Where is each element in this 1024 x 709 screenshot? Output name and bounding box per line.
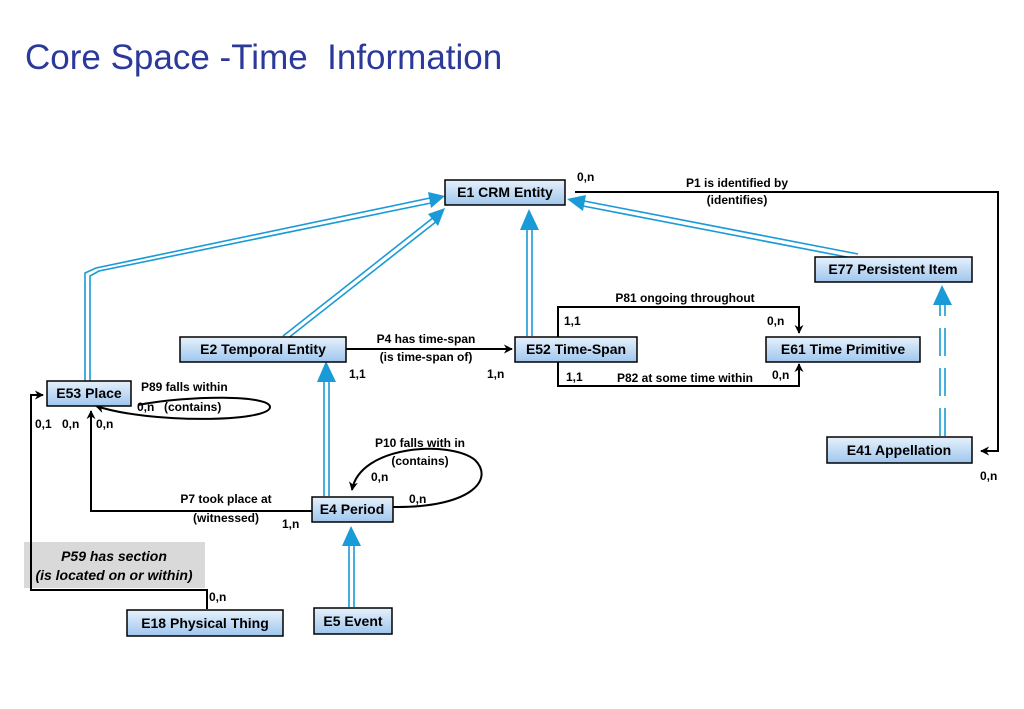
- card-p10-a: 0,n: [371, 470, 388, 484]
- entity-e52[interactable]: E52 Time-Span: [514, 336, 638, 363]
- p4-inverse-label: (is time-span of): [380, 350, 473, 364]
- entity-e2[interactable]: E2 Temporal Entity: [179, 336, 347, 363]
- isa-arrowhead-e1-left: [428, 192, 445, 208]
- entity-e2-label: E2 Temporal Entity: [200, 341, 326, 357]
- p89-label: P89 falls within: [141, 380, 228, 394]
- entity-e18-label: E18 Physical Thing: [141, 615, 269, 631]
- p82-label: P82 at some time within: [617, 371, 753, 385]
- p59-label-bg: [24, 542, 205, 588]
- card-p81-e61: 0,n: [767, 314, 784, 328]
- card-p10-b: 0,n: [409, 492, 426, 506]
- p82-line: [557, 361, 804, 387]
- isa-arrowhead-e77: [933, 285, 952, 305]
- isa-arrowhead-e2: [317, 361, 336, 382]
- entity-e52-label: E52 Time-Span: [526, 341, 626, 357]
- card-p1-e41: 0,n: [980, 469, 997, 483]
- p59-line: [30, 390, 208, 609]
- p10-label: P10 falls with in: [375, 436, 465, 450]
- entity-e53[interactable]: E53 Place: [46, 380, 132, 407]
- entity-e5-label: E5 Event: [323, 613, 382, 629]
- card-p1-e1: 0,n: [577, 170, 594, 184]
- card-p82-e52: 1,1: [566, 370, 583, 384]
- p1-line: [575, 191, 999, 456]
- card-p89-a: 0,n: [137, 400, 154, 414]
- p7-inverse-label: (witnessed): [193, 511, 259, 525]
- card-e53-b: 0,n: [62, 417, 79, 431]
- p7-label: P7 took place at: [180, 492, 271, 506]
- p81-label: P81 ongoing throughout: [615, 291, 754, 305]
- p10-inverse-label: (contains): [391, 454, 448, 468]
- isa-e77-e1-a: [583, 200, 859, 255]
- p1-inverse-label: (identifies): [707, 193, 768, 207]
- card-p89-b: 0,n: [96, 417, 113, 431]
- p59-inverse-label: (is located on or within): [35, 567, 192, 583]
- entity-e61[interactable]: E61 Time Primitive: [765, 336, 921, 363]
- entity-e53-label: E53 Place: [56, 385, 122, 401]
- isa-e2-e1-b: [286, 220, 438, 340]
- card-p4-e2: 1,1: [349, 367, 366, 381]
- p89-loop: [95, 396, 272, 420]
- entity-e5[interactable]: E5 Event: [313, 607, 393, 635]
- p7-line: [86, 410, 312, 512]
- isa-e2-e1-a: [282, 216, 435, 337]
- entity-e61-label: E61 Time Primitive: [781, 341, 905, 357]
- p89-inverse-label: (contains): [164, 400, 221, 414]
- isa-arrowhead-e4: [342, 526, 361, 546]
- card-e53-a: 0,1: [35, 417, 52, 431]
- card-p81-e52: 1,1: [564, 314, 581, 328]
- entity-e18[interactable]: E18 Physical Thing: [126, 609, 284, 637]
- p10-loop: [349, 447, 483, 509]
- entity-e1[interactable]: E1 CRM Entity: [444, 179, 566, 206]
- entity-e4-label: E4 Period: [320, 501, 385, 517]
- entity-e41-label: E41 Appellation: [847, 442, 952, 458]
- card-p7-e4: 1,n: [282, 517, 299, 531]
- entity-e4[interactable]: E4 Period: [311, 496, 394, 523]
- p4-label: P4 has time-span: [377, 332, 476, 346]
- p81-line: [557, 306, 804, 337]
- isa-e53-e1-a: [84, 197, 431, 381]
- isa-arrowhead-e1-right: [567, 195, 586, 211]
- card-p4-e52: 1,n: [487, 367, 504, 381]
- isa-arrowhead-e1-mid: [428, 208, 445, 226]
- entity-e41[interactable]: E41 Appellation: [826, 436, 973, 464]
- isa-e77-e1-b: [582, 205, 858, 260]
- entity-e77[interactable]: E77 Persistent Item: [814, 256, 973, 283]
- page-title: Core Space -Time Information: [25, 38, 503, 77]
- card-p82-e61: 0,n: [772, 368, 789, 382]
- isa-arrowhead-e1-bottom: [520, 209, 539, 230]
- entity-e77-label: E77 Persistent Item: [828, 261, 957, 277]
- p1-label: P1 is identified by: [686, 176, 788, 190]
- isa-e53-e1-b: [89, 202, 432, 381]
- entity-e1-label: E1 CRM Entity: [457, 184, 553, 200]
- p59-label: P59 has section: [61, 548, 167, 564]
- card-p59-e18: 0,n: [209, 590, 226, 604]
